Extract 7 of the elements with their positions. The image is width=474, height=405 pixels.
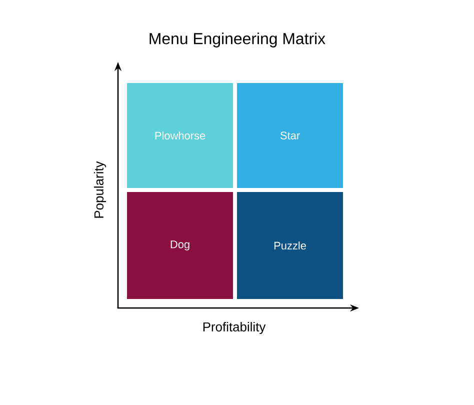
quadrant-box: Star bbox=[237, 83, 343, 188]
quadrant-box: Plowhorse bbox=[127, 83, 233, 188]
axis-label: Profitability bbox=[203, 322, 266, 334]
quadrant-box: Puzzle bbox=[237, 192, 343, 299]
axis-label: Popularity bbox=[94, 161, 106, 218]
title: Menu Engineering Matrix bbox=[150, 32, 326, 48]
quadrant-box: Dog bbox=[127, 192, 233, 299]
